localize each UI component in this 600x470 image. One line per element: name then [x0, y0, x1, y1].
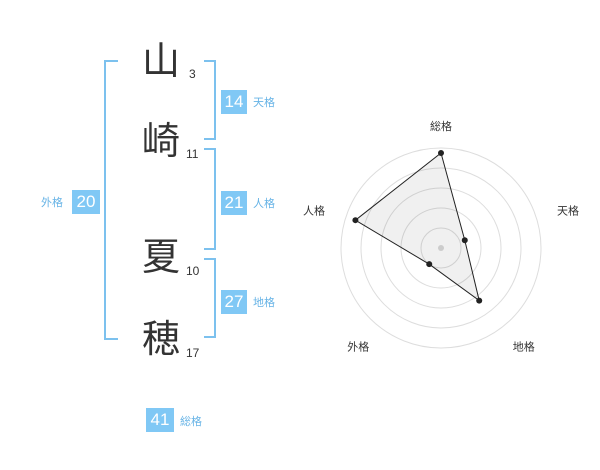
radar-grid-ring [380, 187, 502, 309]
tenkaku-value: 14 [221, 90, 247, 114]
jinkaku-value: 21 [221, 191, 247, 215]
radar-point-4 [426, 261, 433, 268]
soukaku-value: 41 [146, 408, 174, 432]
radar-point-3 [476, 297, 483, 304]
radar-axis-label-2: 天格 [557, 203, 579, 217]
radar-grid-ring [340, 147, 542, 349]
radar-axis-label-4: 外格 [347, 340, 369, 354]
radar-axis-label-5: 人格 [303, 203, 325, 217]
chikaku-value: 27 [221, 290, 247, 314]
chikaku-label: 地格 [253, 296, 275, 309]
jinkaku-bracket [204, 148, 216, 250]
stroke-count-3: 10 [186, 264, 200, 278]
soukaku-label: 総格 [180, 415, 202, 428]
radar-point-2 [461, 237, 468, 244]
jinkaku-label: 人格 [253, 197, 275, 210]
name-char-2: 崎 [142, 119, 181, 163]
radar-data-polygon [354, 152, 481, 302]
radar-axis-label-1: 総格 [430, 119, 452, 133]
gaikaku-label: 外格 [41, 196, 63, 209]
chikaku-bracket [204, 258, 216, 338]
name-char-3: 夏 [142, 235, 181, 279]
gaikaku-bracket [104, 60, 118, 340]
stroke-count-4: 17 [186, 346, 200, 360]
stroke-count-1: 3 [189, 67, 196, 81]
radar-grid-ring [420, 227, 462, 269]
radar-grid-ring [400, 207, 482, 289]
tenkaku-bracket [204, 60, 216, 140]
name-char-1: 山 [142, 39, 181, 83]
radar-point-1 [438, 150, 444, 156]
stroke-count-2: 11 [186, 147, 199, 161]
radar-point-5 [352, 217, 359, 224]
tenkaku-label: 天格 [253, 96, 275, 109]
name-char-4: 穂 [142, 317, 181, 361]
gaikaku-value: 20 [72, 190, 100, 214]
radar-grid-ring [360, 167, 522, 329]
radar-center-dot [438, 245, 444, 251]
radar-axis-label-3: 地格 [513, 340, 535, 354]
